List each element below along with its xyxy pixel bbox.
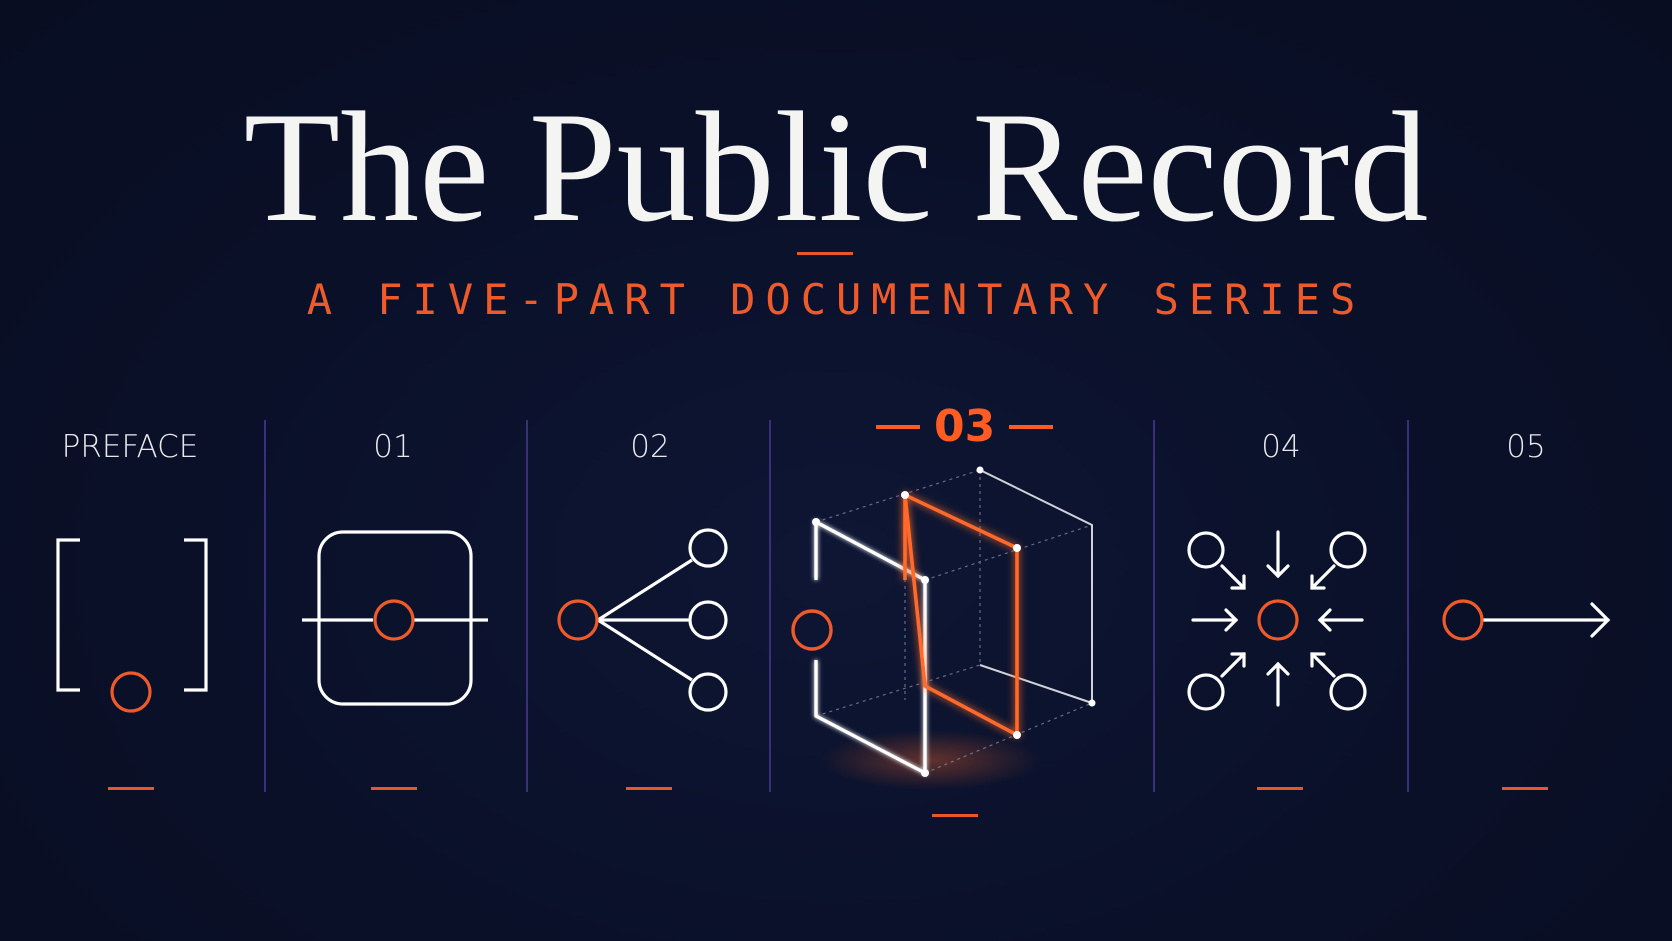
bracket-dot-icon <box>56 538 208 713</box>
part-underline-03 <box>932 814 978 817</box>
part-label-01[interactable]: 01 <box>373 429 413 465</box>
part-label-03-active[interactable]: 03 <box>862 397 1064 457</box>
column-divider <box>1407 420 1409 792</box>
column-divider <box>526 420 528 792</box>
title-accent-rule <box>797 252 853 255</box>
rounded-square-circle-icon <box>302 530 488 706</box>
part-underline-05 <box>1502 787 1548 790</box>
circle-arrow-right-icon <box>1442 599 1611 641</box>
part-label-04[interactable]: 04 <box>1261 429 1301 465</box>
active-dash-right <box>1009 425 1054 429</box>
column-divider <box>769 420 771 792</box>
part-label-03-text: 03 <box>934 401 996 452</box>
part-label-05[interactable]: 05 <box>1506 429 1546 465</box>
isometric-frame-icon <box>791 466 1096 790</box>
column-divider <box>1153 420 1155 792</box>
branching-nodes-icon <box>557 528 728 712</box>
series-title: The Public Record <box>243 80 1429 255</box>
part-underline-04 <box>1257 787 1303 790</box>
part-underline-01 <box>371 787 417 790</box>
converging-arrows-icon <box>1187 530 1367 711</box>
column-divider <box>264 420 266 792</box>
series-subtitle: A FIVE-PART DOCUMENTARY SERIES <box>306 275 1366 324</box>
active-dash-left <box>876 425 920 429</box>
part-label-02[interactable]: 02 <box>630 429 670 465</box>
part-underline-02 <box>626 787 672 790</box>
part-underline-preface <box>108 787 154 790</box>
part-label-preface[interactable]: PREFACE <box>61 429 199 465</box>
